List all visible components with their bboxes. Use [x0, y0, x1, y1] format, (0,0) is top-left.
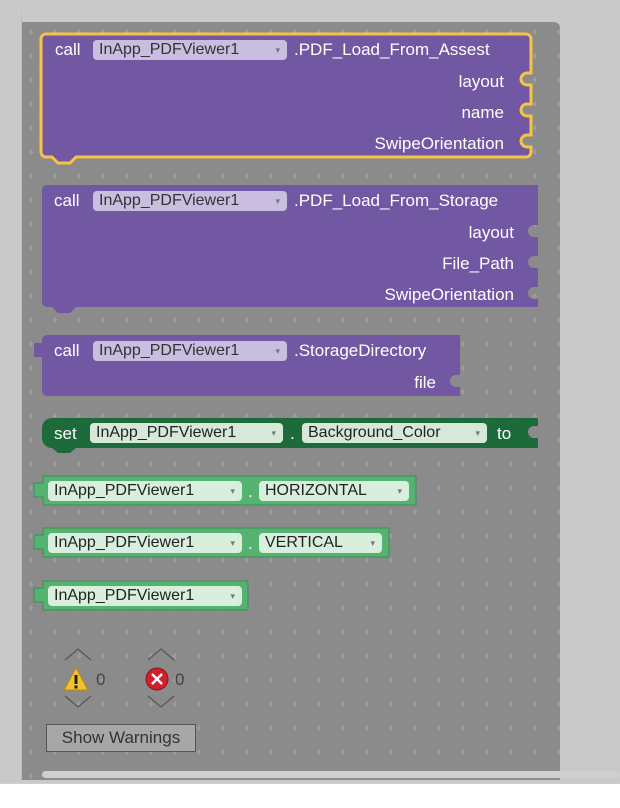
- block-pdf-load-from-storage-content: call InApp_PDFViewer1 ▾ .PDF_Load_From_S…: [42, 185, 538, 315]
- property-dropdown[interactable]: Background_Color ▾: [302, 423, 487, 443]
- method-name: .StorageDirectory: [294, 341, 427, 360]
- warning-triangle-icon: [63, 667, 89, 691]
- component-dropdown[interactable]: InApp_PDFViewer1 ▾: [48, 586, 242, 606]
- dot-separator: .: [290, 424, 295, 443]
- block-storage-directory-content: call InApp_PDFViewer1 ▾ .StorageDirector…: [42, 335, 460, 397]
- block-component-only-content: InApp_PDFViewer1 ▾: [42, 581, 248, 611]
- component-dropdown[interactable]: InApp_PDFViewer1 ▾: [90, 423, 283, 443]
- param-swipe-orientation: SwipeOrientation: [384, 285, 514, 304]
- chevron-down-icon: ▾: [397, 486, 402, 496]
- chevron-down-icon: ▾: [230, 591, 235, 601]
- param-layout: layout: [468, 223, 514, 242]
- value-dropdown[interactable]: HORIZONTAL ▾: [259, 481, 409, 501]
- chevron-down-icon: ▾: [275, 45, 280, 55]
- chevron-down-icon: ▾: [275, 346, 280, 356]
- value-dropdown-label: HORIZONTAL: [265, 482, 367, 499]
- error-circle-x-icon: [145, 667, 169, 691]
- show-warnings-button[interactable]: Show Warnings: [46, 724, 196, 752]
- warning-next-arrow-icon[interactable]: [64, 694, 92, 708]
- component-dropdown[interactable]: InApp_PDFViewer1 ▾: [48, 481, 242, 501]
- value-dropdown[interactable]: VERTICAL ▾: [259, 533, 382, 553]
- error-count: 0: [175, 670, 185, 689]
- component-dropdown[interactable]: InApp_PDFViewer1 ▾: [48, 533, 242, 553]
- block-pdf-load-from-storage[interactable]: [42, 185, 538, 315]
- value-dropdown-label: VERTICAL: [265, 534, 343, 551]
- param-file: file: [414, 373, 436, 392]
- component-dropdown-label: InApp_PDFViewer1: [96, 424, 237, 441]
- param-layout: layout: [458, 72, 504, 91]
- chevron-down-icon: ▾: [275, 196, 280, 206]
- error-next-arrow-icon[interactable]: [147, 694, 175, 708]
- dot-separator: .: [248, 534, 253, 553]
- param-swipe-orientation: SwipeOrientation: [374, 134, 504, 153]
- component-dropdown-label: InApp_PDFViewer1: [99, 342, 240, 359]
- chevron-down-icon: ▾: [230, 538, 235, 548]
- chevron-down-icon: ▾: [271, 428, 276, 438]
- bottom-divider: [0, 783, 620, 784]
- component-dropdown-label: InApp_PDFViewer1: [99, 192, 240, 209]
- param-file-path: File_Path: [442, 254, 514, 273]
- component-dropdown[interactable]: InApp_PDFViewer1 ▾: [93, 341, 287, 361]
- warning-count: 0: [96, 670, 106, 689]
- component-dropdown-label: InApp_PDFViewer1: [99, 41, 240, 58]
- method-name: .PDF_Load_From_Assest: [294, 40, 490, 59]
- block-pdf-load-from-assest-content: call InApp_PDFViewer1 ▾ .PDF_Load_From_A…: [40, 33, 532, 163]
- set-keyword: set: [54, 424, 77, 443]
- call-keyword: call: [54, 341, 80, 360]
- chevron-down-icon: ▾: [370, 538, 375, 548]
- chevron-down-icon: ▾: [475, 428, 480, 438]
- to-keyword: to: [497, 424, 512, 443]
- block-vertical-content: InApp_PDFViewer1 ▾ . VERTICAL ▾: [42, 528, 390, 558]
- dot-separator: .: [248, 482, 253, 501]
- workspace-grid: [560, 0, 620, 783]
- component-dropdown[interactable]: InApp_PDFViewer1 ▾: [93, 40, 287, 60]
- param-name: name: [461, 103, 504, 122]
- component-dropdown-label: InApp_PDFViewer1: [54, 587, 195, 604]
- block-set-background-color-content: set InApp_PDFViewer1 ▾ . Background_Colo…: [42, 418, 538, 454]
- chevron-down-icon: ▾: [230, 486, 235, 496]
- block-horizontal-content: InApp_PDFViewer1 ▾ . HORIZONTAL ▾: [42, 476, 416, 506]
- horizontal-scrollbar[interactable]: [42, 771, 620, 778]
- warning-prev-arrow-icon[interactable]: [64, 648, 92, 662]
- component-dropdown[interactable]: InApp_PDFViewer1 ▾: [93, 191, 287, 211]
- method-name: .PDF_Load_From_Storage: [294, 191, 499, 210]
- workspace-divider: [21, 12, 22, 780]
- call-keyword: call: [54, 191, 80, 210]
- call-keyword: call: [55, 40, 81, 59]
- error-prev-arrow-icon[interactable]: [147, 648, 175, 662]
- component-dropdown-label: InApp_PDFViewer1: [54, 482, 195, 499]
- property-dropdown-label: Background_Color: [308, 424, 441, 441]
- block-pdf-load-from-assest[interactable]: [39, 32, 533, 165]
- component-dropdown-label: InApp_PDFViewer1: [54, 534, 195, 551]
